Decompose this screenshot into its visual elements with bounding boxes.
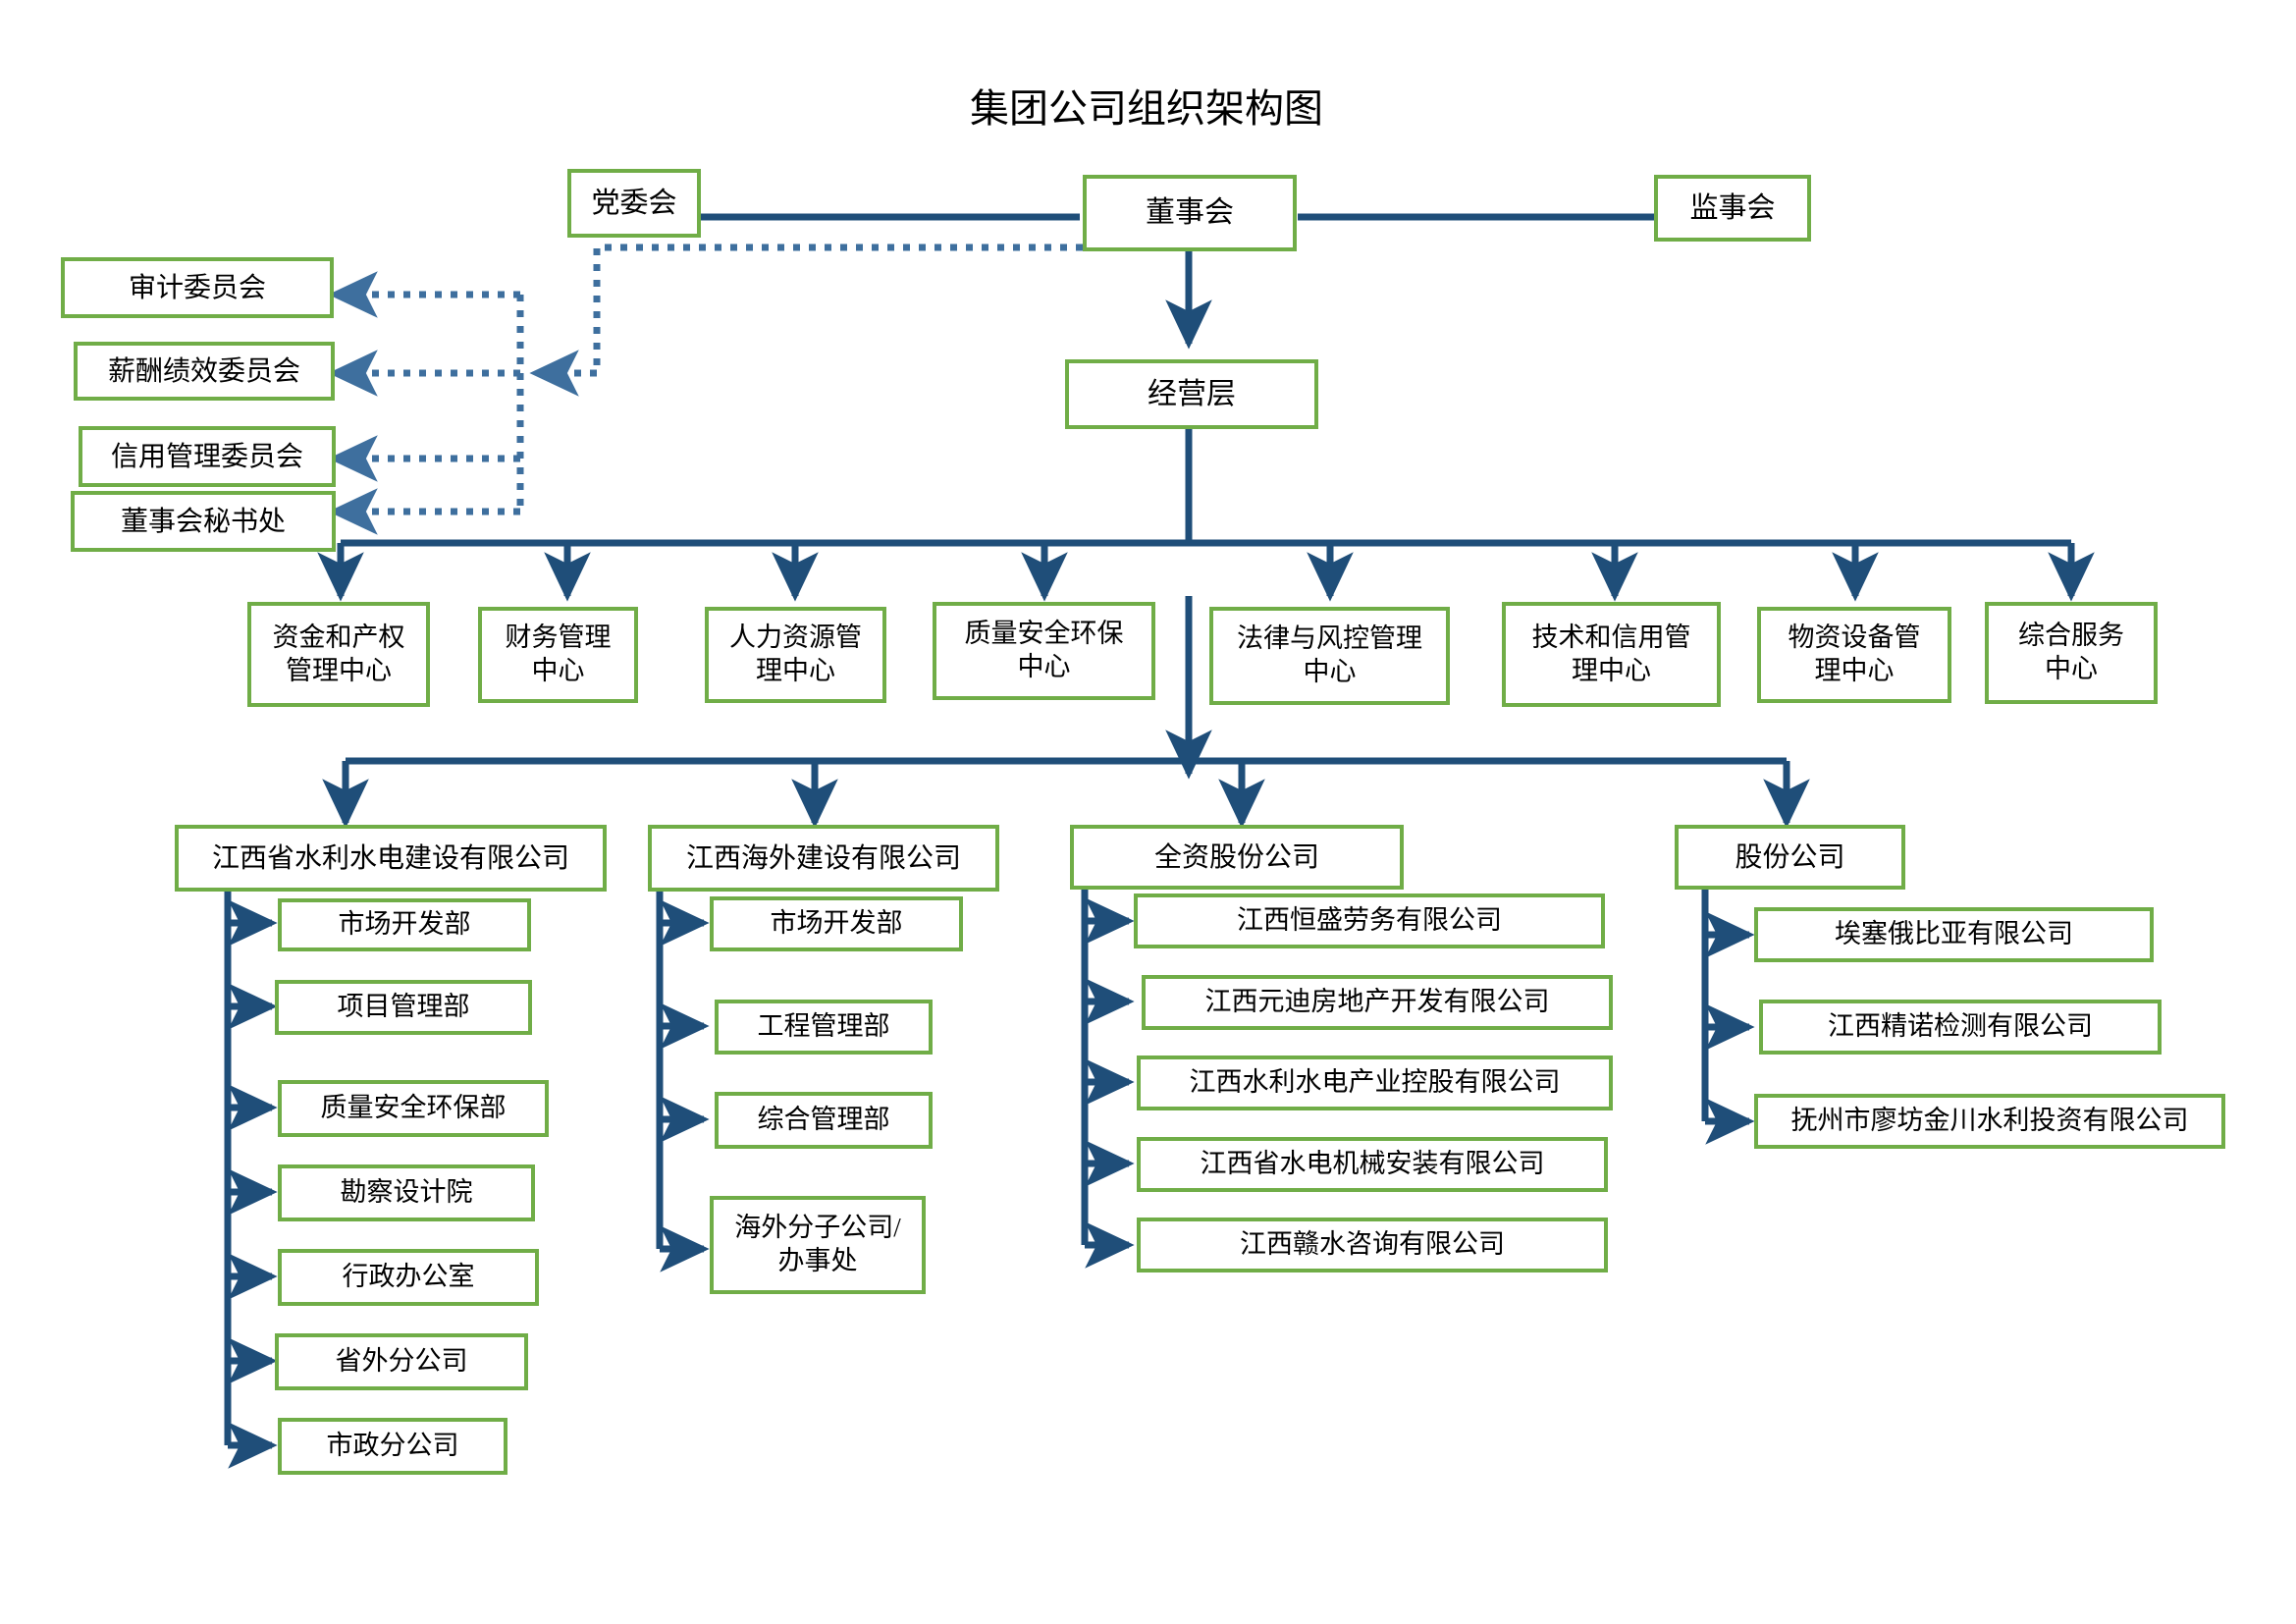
node-dept-c2-engineering-mgmt[interactable]: 工程管理部 xyxy=(715,1000,933,1055)
node-party-committee[interactable]: 党委会 xyxy=(567,169,701,238)
node-center-hr[interactable]: 人力资源管 理中心 xyxy=(705,607,886,703)
node-dept-c1-municipal-branch[interactable]: 市政分公司 xyxy=(278,1418,507,1475)
node-center-general-services[interactable]: 综合服务 中心 xyxy=(1985,602,2158,704)
node-subsidiary-jx-overseas[interactable]: 江西海外建设有限公司 xyxy=(648,825,999,892)
node-dept-c1-market-dev[interactable]: 市场开发部 xyxy=(278,898,531,951)
node-board-of-supervisors[interactable]: 监事会 xyxy=(1654,175,1811,242)
node-sub-c3-water-power-holding[interactable]: 江西水利水电产业控股有限公司 xyxy=(1137,1056,1613,1110)
node-board-of-directors[interactable]: 董事会 xyxy=(1083,175,1297,251)
node-sub-c3-hydro-machinery[interactable]: 江西省水电机械安装有限公司 xyxy=(1137,1137,1608,1192)
node-committee-audit[interactable]: 审计委员会 xyxy=(61,257,334,318)
node-dept-c2-overseas-branches[interactable]: 海外分子公司/ 办事处 xyxy=(710,1196,926,1294)
node-dept-c1-project-mgmt[interactable]: 项目管理部 xyxy=(275,980,532,1035)
node-sub-c4-jingnuo-inspection[interactable]: 江西精诺检测有限公司 xyxy=(1759,1000,2162,1055)
node-committee-credit[interactable]: 信用管理委员会 xyxy=(79,426,336,487)
node-dept-c1-provincial-branch[interactable]: 省外分公司 xyxy=(275,1333,528,1390)
node-dept-c1-survey-design[interactable]: 勘察设计院 xyxy=(278,1164,535,1221)
node-subsidiary-wholly-owned[interactable]: 全资股份公司 xyxy=(1070,825,1404,890)
node-subsidiary-jx-water-power[interactable]: 江西省水利水电建设有限公司 xyxy=(175,825,607,892)
node-dept-c2-general-mgmt[interactable]: 综合管理部 xyxy=(715,1092,933,1149)
node-center-materials-equipment[interactable]: 物资设备管 理中心 xyxy=(1757,607,1951,703)
page-title: 集团公司组织架构图 xyxy=(970,86,1323,131)
node-dept-c1-admin-office[interactable]: 行政办公室 xyxy=(278,1249,539,1306)
node-center-quality-safety-env[interactable]: 质量安全环保 中心 xyxy=(933,602,1155,700)
node-board-secretariat[interactable]: 董事会秘书处 xyxy=(71,491,336,552)
node-management-layer[interactable]: 经营层 xyxy=(1065,359,1318,429)
wire-board-dotted-branch xyxy=(593,244,1083,373)
node-sub-c4-ethiopia[interactable]: 埃塞俄比亚有限公司 xyxy=(1754,907,2154,962)
node-dept-c2-market-dev[interactable]: 市场开发部 xyxy=(710,896,963,951)
node-center-funds-equity[interactable]: 资金和产权 管理中心 xyxy=(247,602,430,707)
node-center-legal-risk[interactable]: 法律与风控管理 中心 xyxy=(1209,607,1450,705)
node-sub-c4-liaofang-jinchuan[interactable]: 抚州市廖坊金川水利投资有限公司 xyxy=(1754,1094,2225,1149)
node-committee-compensation[interactable]: 薪酬绩效委员会 xyxy=(74,342,335,401)
node-dept-c1-quality-safety[interactable]: 质量安全环保部 xyxy=(278,1080,549,1137)
node-sub-c3-yuandi-realestate[interactable]: 江西元迪房地产开发有限公司 xyxy=(1142,975,1613,1030)
node-sub-c3-hengsheng-labor[interactable]: 江西恒盛劳务有限公司 xyxy=(1134,893,1605,948)
node-subsidiary-joint-stock[interactable]: 股份公司 xyxy=(1675,825,1905,890)
node-center-finance[interactable]: 财务管理 中心 xyxy=(478,607,638,703)
node-sub-c3-ganshui-consulting[interactable]: 江西赣水咨询有限公司 xyxy=(1137,1218,1608,1272)
node-center-tech-credit[interactable]: 技术和信用管 理中心 xyxy=(1502,602,1721,707)
